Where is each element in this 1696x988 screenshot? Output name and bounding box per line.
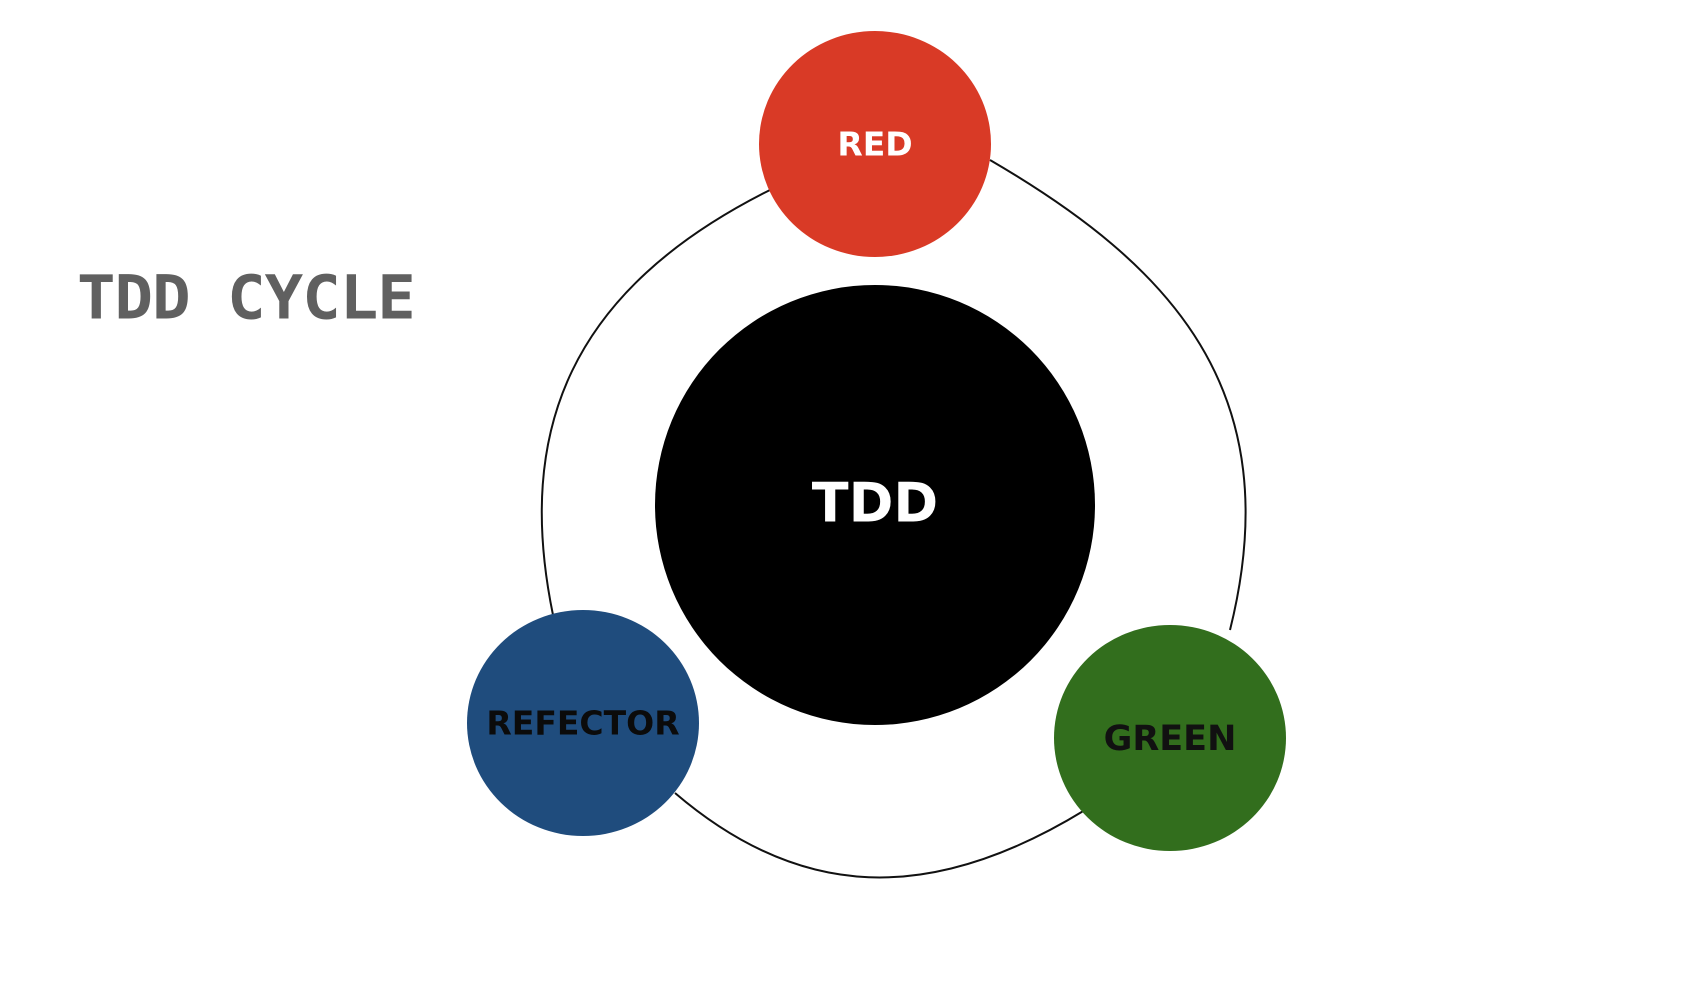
- green-node: GREEN: [1054, 625, 1286, 851]
- arc-red-to-green: [989, 159, 1247, 631]
- red-label: RED: [837, 125, 912, 164]
- center-label: TDD: [812, 472, 938, 535]
- green-circle: [1054, 625, 1286, 851]
- refactor-node: REFECTOR: [467, 610, 699, 836]
- red-node: RED: [759, 31, 991, 257]
- green-label: GREEN: [1104, 719, 1237, 759]
- center-node: TDD: [655, 285, 1095, 725]
- arc-green-to-refactor: [674, 792, 1086, 879]
- refactor-label: REFECTOR: [486, 704, 679, 743]
- arc-refactor-to-red: [540, 189, 771, 616]
- center-circle: [655, 285, 1095, 725]
- refactor-circle: [467, 610, 699, 836]
- diagram-title: TDD CYCLE: [77, 263, 416, 334]
- red-circle: [759, 31, 991, 257]
